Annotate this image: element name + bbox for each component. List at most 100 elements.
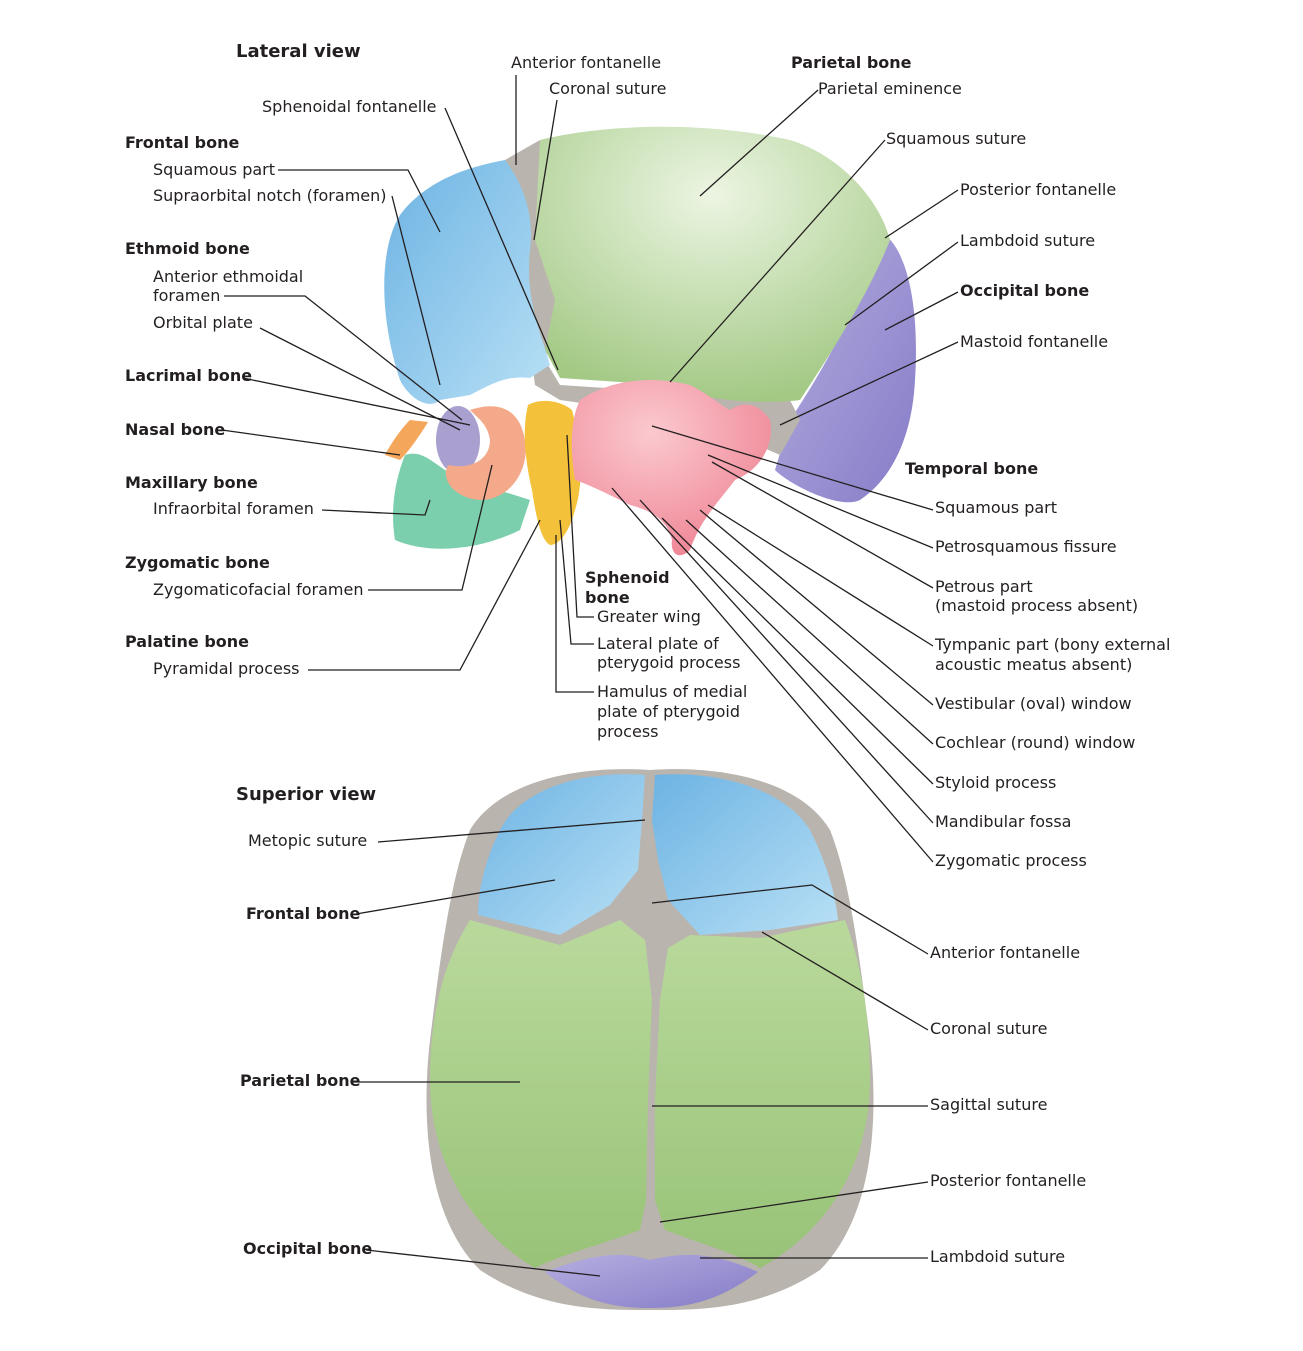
lateral-occipital-bone bbox=[775, 235, 916, 503]
lateral-nasal-bone bbox=[385, 420, 428, 460]
leader-lateral-plate bbox=[559, 519, 594, 645]
leader-posterior-fontanelle-lat bbox=[884, 189, 959, 239]
leader-occipital-lat bbox=[884, 291, 959, 331]
label-squamous-suture: Squamous suture bbox=[886, 129, 1027, 148]
leader-cochlear bbox=[685, 519, 934, 745]
leader-lambdoid-lat bbox=[844, 241, 959, 326]
label-temporal-squamous-part: Squamous part bbox=[935, 498, 1058, 517]
leader-mandibular bbox=[639, 499, 934, 824]
leader-styloid bbox=[661, 517, 934, 785]
label-occipital-bone-lateral: Occipital bone bbox=[960, 281, 1090, 300]
leader-metopic bbox=[377, 819, 646, 843]
label-anterior-ethmoidal-1: Anterior ethmoidal bbox=[153, 267, 304, 286]
label-coronal-suture-lateral: Coronal suture bbox=[549, 79, 667, 98]
leader-squamous-suture bbox=[669, 139, 886, 383]
leader-nasal bbox=[221, 429, 401, 456]
label-petrous-part-2: (mastoid process absent) bbox=[935, 596, 1139, 615]
label-frontal-bone-superior: Frontal bone bbox=[246, 904, 361, 923]
label-zygomatic-process: Zygomatic process bbox=[935, 851, 1087, 870]
label-vestibular-window: Vestibular (oval) window bbox=[935, 694, 1132, 713]
label-infraorbital-foramen: Infraorbital foramen bbox=[153, 499, 314, 518]
leader-infraorbital bbox=[321, 499, 431, 516]
lateral-skull bbox=[384, 126, 916, 556]
label-anterior-fontanelle-lateral: Anterior fontanelle bbox=[511, 53, 662, 72]
label-nasal-bone: Nasal bone bbox=[125, 420, 226, 439]
lateral-zygomatic-bone bbox=[445, 406, 526, 500]
leader-parietal-eminence bbox=[699, 89, 819, 197]
leader-greater-wing bbox=[566, 434, 594, 618]
label-parietal-bone-lateral: Parietal bone bbox=[791, 53, 912, 72]
label-frontal-squamous-part: Squamous part bbox=[153, 160, 276, 179]
lateral-parietal-bone bbox=[535, 126, 890, 402]
label-lambdoid-suture-superior: Lambdoid suture bbox=[930, 1247, 1066, 1266]
superior-skull bbox=[426, 769, 874, 1310]
label-greater-wing: Greater wing bbox=[597, 607, 701, 626]
label-supraorbital-notch: Supraorbital notch (foramen) bbox=[153, 186, 387, 205]
label-petrous-part-1: Petrous part bbox=[935, 577, 1033, 596]
leader-petrosquamous bbox=[707, 454, 934, 549]
label-lateral-plate-1: Lateral plate of bbox=[597, 634, 719, 653]
label-tympanic-part-1: Tympanic part (bony external bbox=[935, 635, 1171, 654]
leader-frontal-squamous bbox=[278, 169, 441, 233]
leader-mastoid-fontanelle bbox=[779, 341, 959, 426]
label-tympanic-part-2: acoustic meatus absent) bbox=[935, 655, 1133, 674]
leader-pyramidal bbox=[308, 519, 541, 671]
label-ethmoid-bone: Ethmoid bone bbox=[125, 239, 250, 258]
label-hamulus-2: plate of pterygoid bbox=[597, 702, 740, 721]
label-anterior-fontanelle-superior: Anterior fontanelle bbox=[930, 943, 1081, 962]
leader-hamulus bbox=[555, 535, 594, 693]
leader-tympanic bbox=[707, 504, 934, 647]
leader-superior-post-fontanelle bbox=[659, 1181, 929, 1223]
label-mandibular-fossa: Mandibular fossa bbox=[935, 812, 1072, 831]
superior-frontal-right bbox=[652, 774, 838, 935]
label-hamulus-1: Hamulus of medial bbox=[597, 682, 748, 701]
lateral-view-title: Lateral view bbox=[236, 41, 361, 62]
label-styloid-process: Styloid process bbox=[935, 773, 1057, 792]
leader-temporal-squamous bbox=[651, 425, 934, 511]
label-temporal-bone: Temporal bone bbox=[905, 459, 1039, 478]
label-coronal-suture-superior: Coronal suture bbox=[930, 1019, 1048, 1038]
label-parietal-eminence: Parietal eminence bbox=[818, 79, 962, 98]
label-orbital-plate: Orbital plate bbox=[153, 313, 253, 332]
leader-orbital-plate bbox=[259, 327, 461, 431]
superior-view-title: Superior view bbox=[236, 784, 377, 805]
label-cochlear-window: Cochlear (round) window bbox=[935, 733, 1136, 752]
label-occipital-bone-superior: Occipital bone bbox=[243, 1239, 373, 1258]
label-hamulus-3: process bbox=[597, 722, 659, 741]
label-frontal-bone: Frontal bone bbox=[125, 133, 240, 152]
label-mastoid-fontanelle: Mastoid fontanelle bbox=[960, 332, 1109, 351]
label-petrosquamous-fissure: Petrosquamous fissure bbox=[935, 537, 1117, 556]
label-sphenoid-bone-1: Sphenoid bbox=[585, 568, 670, 587]
superior-occipital-bone bbox=[545, 1254, 758, 1308]
leader-superior-ant-fontanelle bbox=[651, 884, 929, 955]
label-lacrimal-bone: Lacrimal bone bbox=[125, 366, 253, 385]
label-metopic-suture: Metopic suture bbox=[248, 831, 368, 850]
leader-zygomatic-process bbox=[611, 487, 934, 863]
label-sphenoidal-fontanelle: Sphenoidal fontanelle bbox=[262, 97, 437, 116]
leader-petrous bbox=[711, 461, 934, 589]
label-lateral-plate-2: pterygoid process bbox=[597, 653, 741, 672]
leader-sphenoidal-fontanelle bbox=[444, 107, 559, 371]
label-palatine-bone: Palatine bone bbox=[125, 632, 250, 651]
label-pyramidal-process: Pyramidal process bbox=[153, 659, 300, 678]
label-anterior-ethmoidal-2: foramen bbox=[153, 286, 221, 305]
label-sphenoid-bone-2: bone bbox=[585, 588, 630, 607]
leader-vestibular bbox=[699, 509, 934, 706]
leader-superior-occipital bbox=[365, 1249, 601, 1277]
label-parietal-bone-superior: Parietal bone bbox=[240, 1071, 361, 1090]
superior-frontal-left bbox=[478, 774, 645, 935]
label-posterior-fontanelle-lateral: Posterior fontanelle bbox=[960, 180, 1117, 199]
leader-lacrimal bbox=[242, 377, 471, 426]
label-lambdoid-suture-lateral: Lambdoid suture bbox=[960, 231, 1096, 250]
superior-parietal-right bbox=[655, 920, 870, 1268]
lateral-temporal-bone bbox=[571, 380, 771, 556]
leader-coronal-suture-lat bbox=[533, 99, 558, 241]
label-posterior-fontanelle-superior: Posterior fontanelle bbox=[930, 1171, 1087, 1190]
label-sagittal-suture: Sagittal suture bbox=[930, 1095, 1048, 1114]
leader-superior-frontal bbox=[355, 879, 556, 915]
leader-superior-coronal bbox=[761, 931, 929, 1031]
label-zygomaticofacial-foramen: Zygomaticofacial foramen bbox=[153, 580, 364, 599]
leader-zygomaticofacial bbox=[368, 464, 493, 591]
